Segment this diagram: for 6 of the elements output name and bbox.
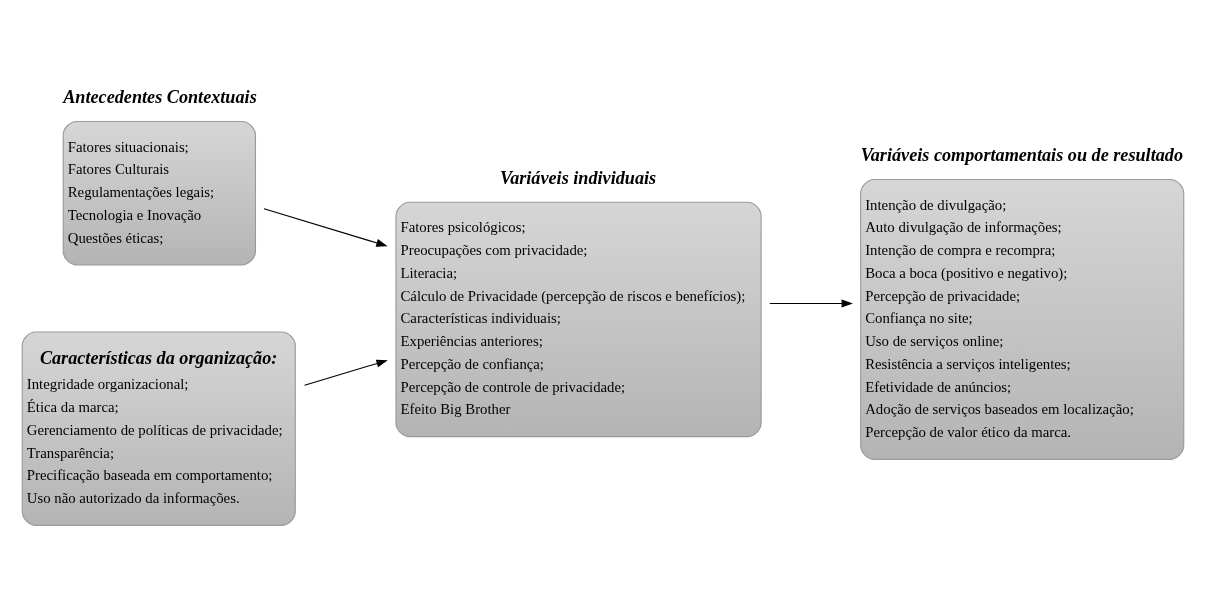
node-label: Variáveis comportamentais ou de resultado [860,144,1184,165]
arrow [769,299,853,307]
node-label: Variáveis individuais [500,167,657,188]
arrow [263,207,388,247]
node-label: Antecedentes Contextuais [63,86,257,107]
arrow [304,359,388,386]
